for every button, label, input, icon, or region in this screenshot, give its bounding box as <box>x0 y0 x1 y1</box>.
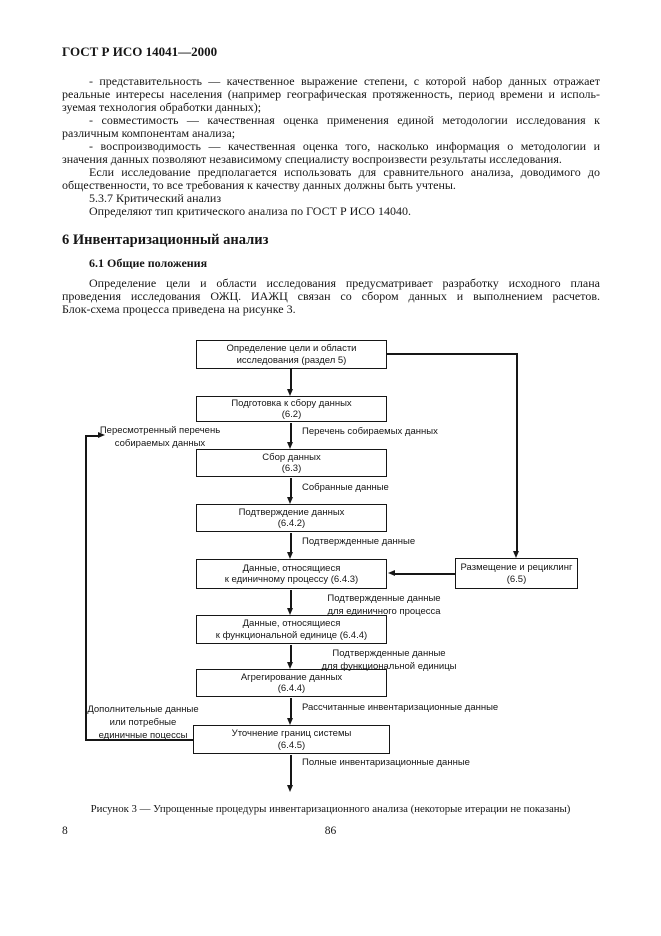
paragraph-line: Если исследование предполагается использ… <box>89 165 600 179</box>
box-label: Определение цели и области <box>226 343 357 354</box>
edge-label-line: для единичного процесса <box>327 606 441 617</box>
edge-label-line: единичные поцессы <box>98 730 188 741</box>
connector-line <box>85 435 98 437</box>
connector-line <box>290 755 292 785</box>
arrowhead-right-icon <box>98 432 105 438</box>
paragraph-line: - представительность — качественное выра… <box>89 74 600 88</box>
page-header: ГОСТ Р ИСО 14041—2000 <box>62 44 218 59</box>
box-label: Данные, относящиеся <box>242 562 341 574</box>
paragraph-line: реальные интересы населения (например ге… <box>62 87 600 101</box>
box-label: Подтверждение данных <box>238 506 345 518</box>
edge-label: Пересмотренный перечень собираемых данны… <box>94 424 226 450</box>
connector-line <box>290 590 292 608</box>
connector-line <box>290 478 292 497</box>
box-label: (6.4.5) <box>277 739 306 751</box>
paragraph-line: - совместимость — качественная оценка пр… <box>89 113 600 127</box>
edge-label-line: Дополнительные данные <box>87 704 199 715</box>
edge-label-line: Подтвержденные данные <box>332 648 446 659</box>
flowchart-box-data-validation: Подтверждение данных (6.4.2) <box>196 504 387 532</box>
paragraph-line: различным компонентам анализа; <box>62 126 236 140</box>
edge-label-line: Подтвержденные данные <box>327 593 441 604</box>
arrowhead-down-icon <box>287 718 293 725</box>
edge-label: Собранные данные <box>302 482 389 493</box>
arrowhead-down-icon <box>287 389 293 396</box>
flowchart-box-data-collection: Сбор данных (6.3) <box>196 449 387 477</box>
subsection-heading: 6.1 Общие положения <box>89 256 208 270</box>
edge-label-line: Пересмотренный перечень <box>99 425 221 436</box>
box-label: (6.4.4) <box>277 683 306 694</box>
box-label: Сбор данных <box>262 451 321 463</box>
paragraph-line: общественности, то все требования к каче… <box>62 178 456 192</box>
connector-line <box>85 739 193 741</box>
paragraph-line: Блок-схема процесса приведена на рисунке… <box>62 302 296 316</box>
arrowhead-left-icon <box>388 570 395 576</box>
arrowhead-down-icon <box>287 662 293 669</box>
paragraph-line: зуемая технология обработки данных); <box>62 100 262 114</box>
connector-line <box>290 423 292 442</box>
clause-title: 5.3.7 Критический анализ <box>89 191 222 205</box>
arrowhead-down-icon <box>287 497 293 504</box>
edge-label: Перечень собираемых данных <box>302 426 438 437</box>
edge-label: Подтвержденные данные для функциональной… <box>294 647 484 673</box>
flowchart-box-unit-process-data: Данные, относящиеся к единичному процесс… <box>196 559 387 589</box>
box-label: к функциональной единице (6.4.4) <box>215 629 368 641</box>
edge-label: Подтвержденные данные <box>302 536 416 547</box>
connector-line <box>290 645 292 662</box>
figure-caption: Рисунок 3 — Упрощенные процедуры инвента… <box>90 803 571 815</box>
page-number-left: 8 <box>62 825 68 837</box>
connector-line <box>85 435 87 740</box>
flowchart-box-data-aggregation: Агрегирование данных (6.4.4) <box>196 669 387 697</box>
edge-label: Рассчитанные инвентаризационные данные <box>302 702 499 713</box>
flowchart-box-allocation-recycling: Размещение и рециклинг (6.5) <box>455 558 578 589</box>
flowchart-box-functional-unit-data: Данные, относящиеся к функциональной еди… <box>196 615 387 644</box>
connector-line <box>290 533 292 552</box>
flowchart-box-goal-scope: Определение цели и области исследования … <box>196 340 387 369</box>
body-text: - представительность — качественное выра… <box>62 75 600 316</box>
paragraph-line: - воспроизводимость — качественная оценк… <box>89 139 600 153</box>
box-label: Данные, относящиеся <box>242 618 341 629</box>
paragraph-line: Определение цели и области исследования … <box>89 276 600 290</box>
paragraph-line: проведения исследования ОЖЦ. ИАЖЦ связан… <box>62 289 600 303</box>
connector-line <box>290 369 292 389</box>
edge-label: Подтвержденные данные для единичного про… <box>294 592 474 618</box>
arrowhead-down-icon <box>287 608 293 615</box>
paragraph-line: значения данных позволяют независимому с… <box>62 152 562 166</box>
connector-line <box>516 353 518 551</box>
box-label: исследования (раздел 5) <box>236 354 347 366</box>
edge-label: Дополнительные данные или потребные един… <box>86 703 200 742</box>
arrowhead-down-icon <box>287 442 293 449</box>
box-label: Агрегирование данных <box>240 671 343 683</box>
box-label: (6.5) <box>506 573 527 585</box>
arrowhead-down-icon <box>287 552 293 559</box>
edge-label: Полные инвентаризационные данные <box>302 757 470 768</box>
edge-label-line: для функциональной единицы <box>321 661 457 672</box>
flowchart-box-prepare-collection: Подготовка к сбору данных (6.2) <box>196 396 387 422</box>
connector-line <box>386 353 517 355</box>
edge-label-line: или потребные <box>109 717 177 728</box>
box-label: Подготовка к сбору данных <box>231 397 352 409</box>
connector-line <box>290 698 292 718</box>
paragraph-line: Определяют тип критического анализа по Г… <box>89 204 411 218</box>
section-heading: 6 Инвентаризационный анализ <box>62 232 269 248</box>
arrowhead-down-icon <box>287 785 293 792</box>
page-number-center: 86 <box>324 825 337 837</box>
box-label: Уточнение границ системы <box>231 728 352 739</box>
box-label: к единичному процессу (6.4.3) <box>224 574 359 585</box>
arrowhead-down-icon <box>513 551 519 558</box>
box-label: (6.2) <box>281 409 302 420</box>
edge-label-line: собираемых данных <box>114 438 206 449</box>
flowchart-box-refine-boundaries: Уточнение границ системы (6.4.5) <box>193 725 390 754</box>
connector-line <box>395 573 455 575</box>
box-label: Размещение и рециклинг <box>460 562 573 573</box>
box-label: (6.3) <box>281 463 302 474</box>
box-label: (6.4.2) <box>277 518 306 529</box>
